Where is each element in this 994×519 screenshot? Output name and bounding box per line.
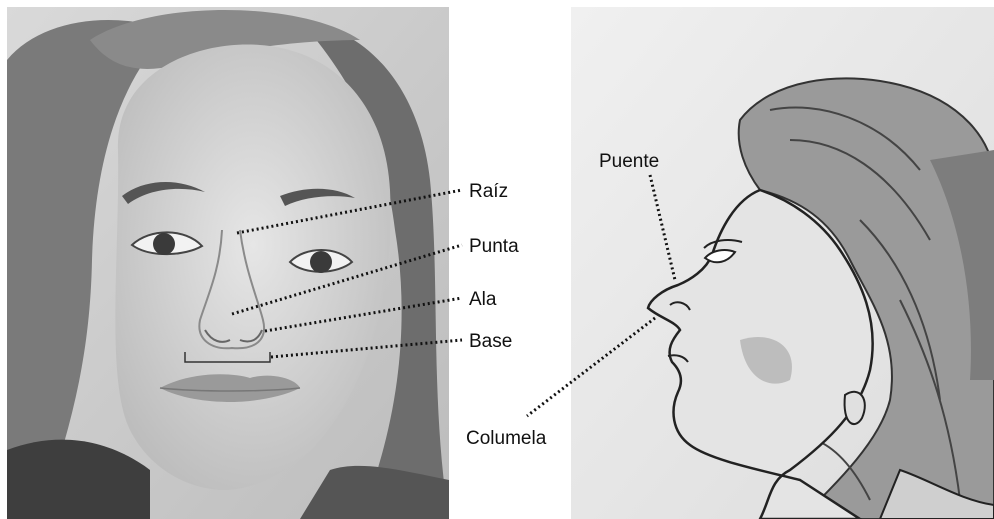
label-columela: Columela [466,428,547,449]
label-punta: Punta [469,236,519,257]
label-puente: Puente [599,151,659,172]
label-base: Base [469,331,512,352]
profile-face-illustration [571,7,994,519]
label-ala: Ala [469,289,497,310]
frontal-face-illustration [7,7,449,519]
label-raiz: Raíz [469,181,508,202]
